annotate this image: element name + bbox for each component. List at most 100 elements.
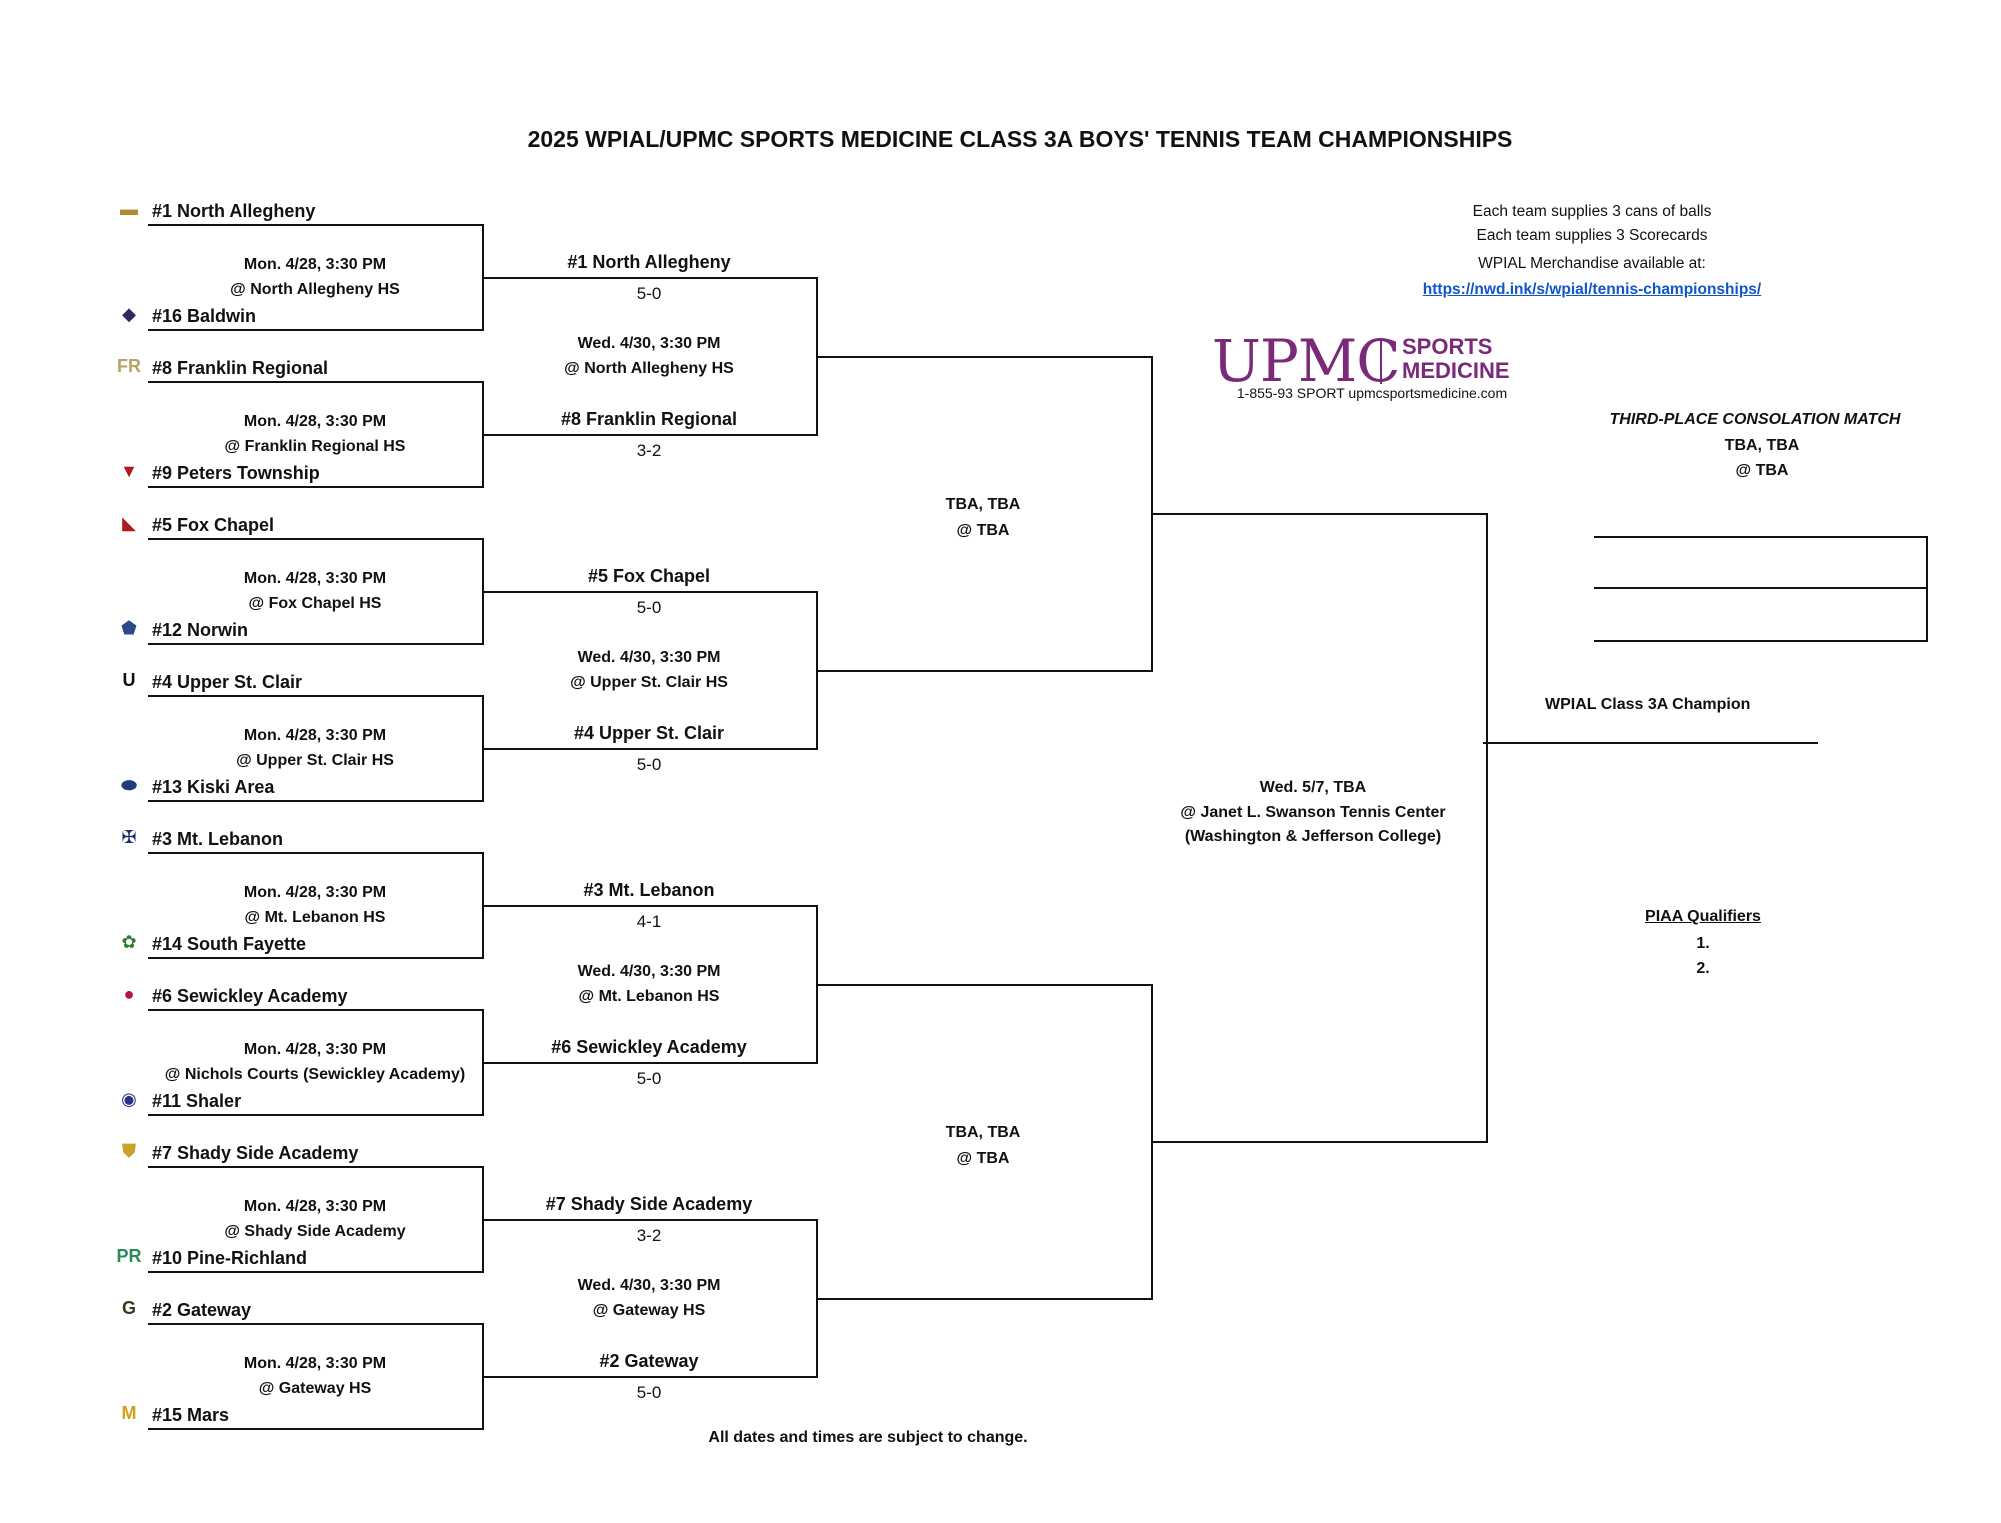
team-name: #14 South Fayette xyxy=(152,934,307,954)
qf-winner: #2 Gateway xyxy=(599,1351,699,1371)
consolation-date: TBA, TBA xyxy=(1724,437,1800,454)
sf-line xyxy=(816,1298,1151,1300)
sf-game-site: @ TBA xyxy=(956,1150,1010,1167)
qf-score: 3-2 xyxy=(636,441,662,460)
qf-winner: #7 Shady Side Academy xyxy=(545,1194,753,1214)
final-line xyxy=(1151,513,1486,515)
info-balls: Each team supplies 3 cans of balls xyxy=(1472,203,1712,220)
sf-game-date: TBA, TBA xyxy=(945,1124,1021,1141)
r1-game-date: Mon. 4/28, 3:30 PM xyxy=(243,1041,387,1058)
team-line xyxy=(148,695,482,697)
sewickley-academy-logo: ● xyxy=(123,983,135,1004)
team-name: #13 Kiski Area xyxy=(152,777,275,797)
r1-game-date: Mon. 4/28, 3:30 PM xyxy=(243,1198,387,1215)
consolation-connector xyxy=(1926,536,1928,642)
final-connector xyxy=(1486,513,1488,1143)
team-name: #8 Franklin Regional xyxy=(152,358,329,378)
r1-game-date: Mon. 4/28, 3:30 PM xyxy=(243,884,387,901)
logo-divider xyxy=(1380,338,1382,384)
sf-game-site: @ TBA xyxy=(956,522,1010,539)
qf-score: 5-0 xyxy=(636,755,662,774)
qf-score: 5-0 xyxy=(636,1383,662,1402)
info-scorecards: Each team supplies 3 Scorecards xyxy=(1476,227,1708,244)
team-name: #1 North Allegheny xyxy=(152,201,316,221)
r1-game-site: @ Franklin Regional HS xyxy=(224,438,406,455)
kiski-area-logo: ⬬ xyxy=(121,774,137,795)
peters-township-logo: ▼ xyxy=(120,460,138,481)
consolation-heading: THIRD-PLACE CONSOLATION MATCH xyxy=(1609,411,1901,428)
qf-line xyxy=(482,1376,816,1378)
sf-line xyxy=(816,984,1151,986)
norwin-logo: ⬟ xyxy=(121,617,137,638)
final-date: Wed. 5/7, TBA xyxy=(1259,779,1367,796)
r1-game-date: Mon. 4/28, 3:30 PM xyxy=(243,256,387,273)
qf-score: 3-2 xyxy=(636,1226,662,1245)
team-name: #5 Fox Chapel xyxy=(152,515,275,535)
r1-game-date: Mon. 4/28, 3:30 PM xyxy=(243,413,387,430)
qf-winner: #3 Mt. Lebanon xyxy=(583,880,715,900)
qf-game-site: @ North Allegheny HS xyxy=(564,360,734,377)
final-venue: (Washington & Jefferson College) xyxy=(1184,828,1442,845)
r1-game-site: @ Mt. Lebanon HS xyxy=(244,909,386,926)
qf-winner: #8 Franklin Regional xyxy=(560,409,738,429)
logo-sports: SPORTS xyxy=(1402,334,1493,359)
sf-game-date: TBA, TBA xyxy=(945,496,1021,513)
team-name: #15 Mars xyxy=(152,1405,230,1425)
qf-game-site: @ Upper St. Clair HS xyxy=(570,674,728,691)
team-line xyxy=(148,1428,482,1430)
team-line xyxy=(148,643,482,645)
consolation-line-top xyxy=(1594,536,1928,538)
north-allegheny-logo: ▬ xyxy=(120,198,138,219)
upper-st-clair-logo: U xyxy=(122,669,136,690)
team-name: #10 Pine-Richland xyxy=(152,1248,308,1268)
qf-game-date: Wed. 4/30, 3:30 PM xyxy=(577,335,721,352)
shady-side-academy-logo: ⛊ xyxy=(122,1140,136,1161)
r1-game-site: @ Fox Chapel HS xyxy=(248,595,382,612)
team-line xyxy=(148,1271,482,1273)
consolation-line-bottom xyxy=(1594,640,1928,642)
team-line xyxy=(148,852,482,854)
mt-lebanon-logo: ✠ xyxy=(121,826,137,847)
fox-chapel-logo: ◣ xyxy=(122,512,136,533)
qf-winner: #4 Upper St. Clair xyxy=(573,723,725,743)
mars-logo: M xyxy=(121,1402,137,1423)
qualifier-2: 2. xyxy=(1696,960,1710,977)
upmc-sports-medicine-logo: UPMC SPORTS MEDICINE xyxy=(1212,330,1532,400)
qf-score: 4-1 xyxy=(636,912,662,931)
team-name: #9 Peters Township xyxy=(152,463,320,483)
gateway-logo: G xyxy=(121,1297,136,1318)
pine-richland-logo: PR xyxy=(116,1245,142,1266)
team-name: #3 Mt. Lebanon xyxy=(152,829,284,849)
team-line xyxy=(148,486,482,488)
r1-game-site: @ Gateway HS xyxy=(258,1380,372,1397)
r1-game-site: @ Shady Side Academy xyxy=(224,1223,406,1240)
qf-line xyxy=(482,1219,816,1221)
south-fayette-logo: ✿ xyxy=(121,931,137,952)
qf-game-date: Wed. 4/30, 3:30 PM xyxy=(577,1277,721,1294)
qf-line xyxy=(482,277,816,279)
team-line xyxy=(148,957,482,959)
qf-line xyxy=(482,905,816,907)
team-name: #2 Gateway xyxy=(152,1300,252,1320)
qf-game-date: Wed. 4/30, 3:30 PM xyxy=(577,963,721,980)
qf-score: 5-0 xyxy=(636,598,662,617)
team-name: #11 Shaler xyxy=(152,1091,242,1111)
team-name: #4 Upper St. Clair xyxy=(152,672,303,692)
upmc-wordmark: UPMC xyxy=(1212,327,1401,395)
qf-game-site: @ Mt. Lebanon HS xyxy=(578,988,720,1005)
r1-game-date: Mon. 4/28, 3:30 PM xyxy=(243,570,387,587)
team-name: #12 Norwin xyxy=(152,620,249,640)
team-line xyxy=(148,329,482,331)
team-line xyxy=(148,1114,482,1116)
team-line xyxy=(148,1009,482,1011)
consolation-site: @ TBA xyxy=(1735,462,1789,479)
consolation-line-mid xyxy=(1594,587,1928,589)
team-line xyxy=(148,800,482,802)
r1-game-date: Mon. 4/28, 3:30 PM xyxy=(243,1355,387,1372)
champion-label: WPIAL Class 3A Champion xyxy=(1545,696,1751,713)
qualifiers-heading: PIAA Qualifiers xyxy=(1645,908,1761,925)
qf-line xyxy=(482,748,816,750)
merch-link[interactable]: https://nwd.ink/s/wpial/tennis-champions… xyxy=(1422,281,1762,298)
champion-line xyxy=(1483,742,1818,744)
team-name: #7 Shady Side Academy xyxy=(152,1143,359,1163)
